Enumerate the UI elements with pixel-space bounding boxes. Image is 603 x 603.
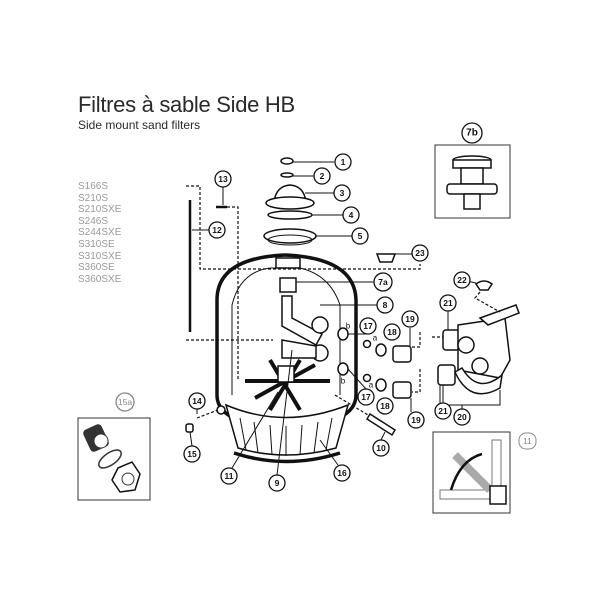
callout-13: 13 bbox=[214, 170, 232, 188]
svg-text:12: 12 bbox=[212, 225, 222, 235]
callout-22: 22 bbox=[453, 271, 471, 289]
svg-text:18: 18 bbox=[387, 327, 397, 337]
svg-text:16: 16 bbox=[337, 468, 347, 478]
model-item: S166S bbox=[78, 181, 109, 192]
svg-text:4: 4 bbox=[349, 210, 354, 220]
callout-3: 3 bbox=[333, 184, 351, 202]
callout-17: 17 bbox=[357, 388, 375, 406]
callout-19: 19 bbox=[407, 411, 425, 429]
callout-9: 9 bbox=[268, 474, 286, 492]
letter-a: a bbox=[369, 381, 374, 390]
svg-text:22: 22 bbox=[457, 275, 467, 285]
svg-text:2: 2 bbox=[320, 171, 325, 181]
callout-15: 15 bbox=[183, 445, 201, 463]
callout-17: 17 bbox=[359, 317, 377, 335]
callout-7a: 7a bbox=[373, 272, 393, 292]
callout-21: 21 bbox=[439, 294, 457, 312]
svg-text:21: 21 bbox=[438, 406, 448, 416]
top-parts bbox=[263, 157, 329, 362]
svg-text:18: 18 bbox=[380, 401, 390, 411]
diagram-title: Filtres à sable Side HB bbox=[78, 92, 295, 117]
svg-text:17: 17 bbox=[363, 321, 373, 331]
multiport-valve bbox=[432, 280, 520, 406]
callout-5: 5 bbox=[351, 227, 369, 245]
detail-15a: 15a bbox=[77, 392, 151, 501]
model-item: S310SXE bbox=[78, 250, 122, 262]
filter-tank bbox=[215, 253, 358, 464]
letter-b: b bbox=[346, 322, 351, 331]
callout-10: 10 bbox=[372, 439, 390, 457]
callout-11-detail: 11 bbox=[523, 436, 532, 446]
svg-text:21: 21 bbox=[443, 298, 453, 308]
svg-text:1: 1 bbox=[341, 157, 346, 167]
letter-b: b bbox=[341, 377, 346, 386]
svg-text:14: 14 bbox=[192, 396, 202, 406]
model-item: S210S bbox=[78, 192, 109, 204]
svg-text:19: 19 bbox=[411, 415, 421, 425]
svg-text:15: 15 bbox=[187, 449, 197, 459]
model-item: S244SXE bbox=[78, 227, 122, 239]
diagram-subtitle: Side mount sand filters bbox=[78, 118, 201, 132]
callout-1: 1 bbox=[334, 153, 352, 171]
svg-text:19: 19 bbox=[405, 314, 415, 324]
letter-a: a bbox=[373, 334, 378, 343]
svg-text:5: 5 bbox=[358, 231, 363, 241]
callout-11: 11 bbox=[220, 467, 238, 485]
svg-text:23: 23 bbox=[415, 248, 425, 258]
model-list: S166S S210S S210SXE S246S S244SXE S310SE… bbox=[78, 181, 121, 285]
svg-text:7a: 7a bbox=[378, 277, 388, 287]
callout-12: 12 bbox=[208, 221, 226, 239]
callout-8: 8 bbox=[376, 296, 394, 314]
detail-11: 11 bbox=[432, 431, 537, 514]
callout-4: 4 bbox=[342, 206, 360, 224]
model-item: S310SE bbox=[78, 238, 115, 250]
callout-21: 21 bbox=[434, 402, 452, 420]
callout-7b: 7b bbox=[461, 122, 483, 144]
svg-text:10: 10 bbox=[376, 443, 386, 453]
callout-16: 16 bbox=[333, 464, 351, 482]
callout-2: 2 bbox=[313, 167, 331, 185]
svg-text:13: 13 bbox=[218, 174, 228, 184]
callout-20: 20 bbox=[453, 408, 471, 426]
callout-15a: 15a bbox=[118, 397, 132, 407]
svg-text:7b: 7b bbox=[466, 128, 478, 139]
svg-text:3: 3 bbox=[340, 188, 345, 198]
svg-text:11: 11 bbox=[225, 471, 234, 481]
callout-18: 18 bbox=[383, 323, 401, 341]
model-item: S360SXE bbox=[78, 273, 122, 285]
svg-text:20: 20 bbox=[457, 412, 467, 422]
callout-14: 14 bbox=[188, 392, 206, 410]
callout-19: 19 bbox=[401, 310, 419, 328]
callout-23: 23 bbox=[411, 244, 429, 262]
leader-lines bbox=[189, 161, 477, 476]
model-item: S210SXE bbox=[78, 204, 122, 216]
laterals bbox=[245, 358, 330, 412]
model-item: S360SE bbox=[78, 262, 115, 274]
callout-18: 18 bbox=[376, 397, 394, 415]
svg-text:9: 9 bbox=[275, 478, 280, 488]
detail-7b bbox=[434, 144, 511, 219]
svg-text:8: 8 bbox=[383, 300, 388, 310]
model-item: S246S bbox=[78, 215, 109, 227]
svg-text:17: 17 bbox=[361, 392, 371, 402]
